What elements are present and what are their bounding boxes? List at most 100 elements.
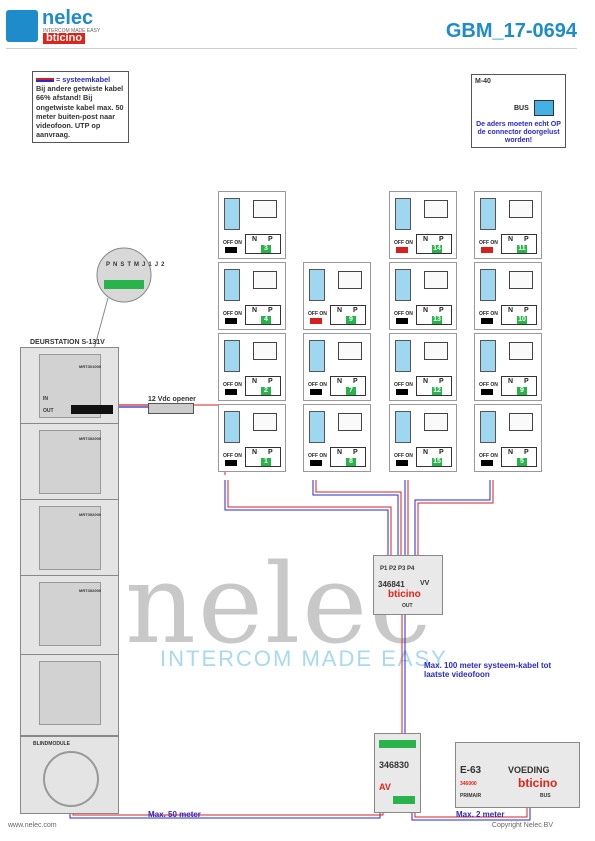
screen-icon xyxy=(253,342,277,360)
door-station-ext-3: MRT352000 xyxy=(20,575,119,655)
ext-code-3: MRT352000 xyxy=(79,588,102,593)
bus-col2-red xyxy=(315,480,402,560)
screen-icon xyxy=(424,271,448,289)
address-number: 15 xyxy=(432,458,442,466)
voeding-model: E-63 xyxy=(460,765,482,776)
footer-website: www.nelec.com xyxy=(8,822,57,829)
bus-label: BUS xyxy=(514,105,529,112)
terminal-block-icon xyxy=(480,411,496,443)
brand-tagline: INTERCOM MADE EASY xyxy=(43,28,101,34)
off-on-label: OFF ON xyxy=(479,240,498,246)
dip-switch-icon xyxy=(481,247,493,253)
terminal-block-icon xyxy=(104,280,144,289)
hub-brand: bticino xyxy=(388,589,421,600)
p-label: P xyxy=(268,378,273,385)
terminal-block-icon xyxy=(480,269,496,301)
terminal-block-icon xyxy=(224,198,240,230)
screen-icon xyxy=(509,271,533,289)
door-station-ext-4 xyxy=(20,654,119,736)
p-label: P xyxy=(524,449,529,456)
address-number: 5 xyxy=(517,458,527,466)
power-supply-346830: 346830 AV xyxy=(374,733,421,813)
bus-col4-red xyxy=(417,480,494,560)
brand-name: nelec xyxy=(42,7,94,29)
address-number: 3 xyxy=(261,245,271,253)
n-label: N xyxy=(252,307,258,314)
n-label: N xyxy=(337,307,343,314)
dip-switch-icon xyxy=(396,460,408,466)
p-label: P xyxy=(524,307,529,314)
terminal-block-icon xyxy=(395,198,411,230)
dip-switch-icon xyxy=(310,460,322,466)
bus-connector-icon xyxy=(534,100,554,116)
p-label: P xyxy=(524,236,529,243)
blind-module-circle-icon xyxy=(43,751,99,807)
ext-card-4 xyxy=(39,661,101,725)
n-label: N xyxy=(337,449,343,456)
bticino-logo: bticino xyxy=(43,33,86,44)
bus-col1-red xyxy=(227,480,392,560)
terminal-block-icon xyxy=(395,340,411,372)
terminal-block-icon xyxy=(224,269,240,301)
door-station-ext-2: MRT352000 xyxy=(20,499,119,576)
screen-icon xyxy=(509,342,533,360)
psu-code: 346830 xyxy=(379,760,410,770)
screen-icon xyxy=(253,413,277,431)
voeding-code: 346000 xyxy=(460,781,477,787)
terminal-block-icon xyxy=(224,340,240,372)
ext-code-2: MRT352000 xyxy=(79,512,102,517)
psu-output-icon xyxy=(393,796,415,804)
p-label: P xyxy=(353,378,358,385)
p-label: P xyxy=(353,307,358,314)
off-on-label: OFF ON xyxy=(308,382,327,388)
p-label: P xyxy=(268,307,273,314)
screen-icon xyxy=(509,200,533,218)
n-label: N xyxy=(252,236,258,243)
p-label: P xyxy=(439,378,444,385)
address-number: 9 xyxy=(346,316,356,324)
dip-switch-icon xyxy=(225,247,237,253)
off-on-label: OFF ON xyxy=(394,453,413,459)
terminal-block-icon xyxy=(309,269,325,301)
n-label: N xyxy=(423,236,429,243)
p-label: P xyxy=(353,449,358,456)
n-label: N xyxy=(252,449,258,456)
m40-connector-detail: M-40 BUS De aders moeten echt OP de conn… xyxy=(471,74,566,148)
dip-switch-icon xyxy=(225,460,237,466)
address-number: 4 xyxy=(261,316,271,324)
document-code: GBM_17-0694 xyxy=(445,20,577,42)
p-label: P xyxy=(439,449,444,456)
terminal-block-icon xyxy=(224,411,240,443)
dip-switch-icon xyxy=(396,318,408,324)
address-number: 11 xyxy=(517,245,527,253)
m40-title: M-40 xyxy=(475,78,491,85)
off-on-label: OFF ON xyxy=(479,453,498,459)
n-label: N xyxy=(423,307,429,314)
ext-card-2 xyxy=(39,506,101,570)
screen-icon xyxy=(424,200,448,218)
p-label: P xyxy=(439,307,444,314)
off-on-label: OFF ON xyxy=(479,311,498,317)
door-station-ext-1: MRT352000 xyxy=(20,423,119,500)
p-label: P xyxy=(268,449,273,456)
off-on-label: OFF ON xyxy=(223,453,242,459)
off-on-label: OFF ON xyxy=(308,453,327,459)
footer-copyright: Copyright Nelec BV xyxy=(491,822,553,829)
dip-switch-icon xyxy=(310,318,322,324)
cable-note-text: Bij andere getwiste kabel 66% afstand! B… xyxy=(36,84,124,140)
